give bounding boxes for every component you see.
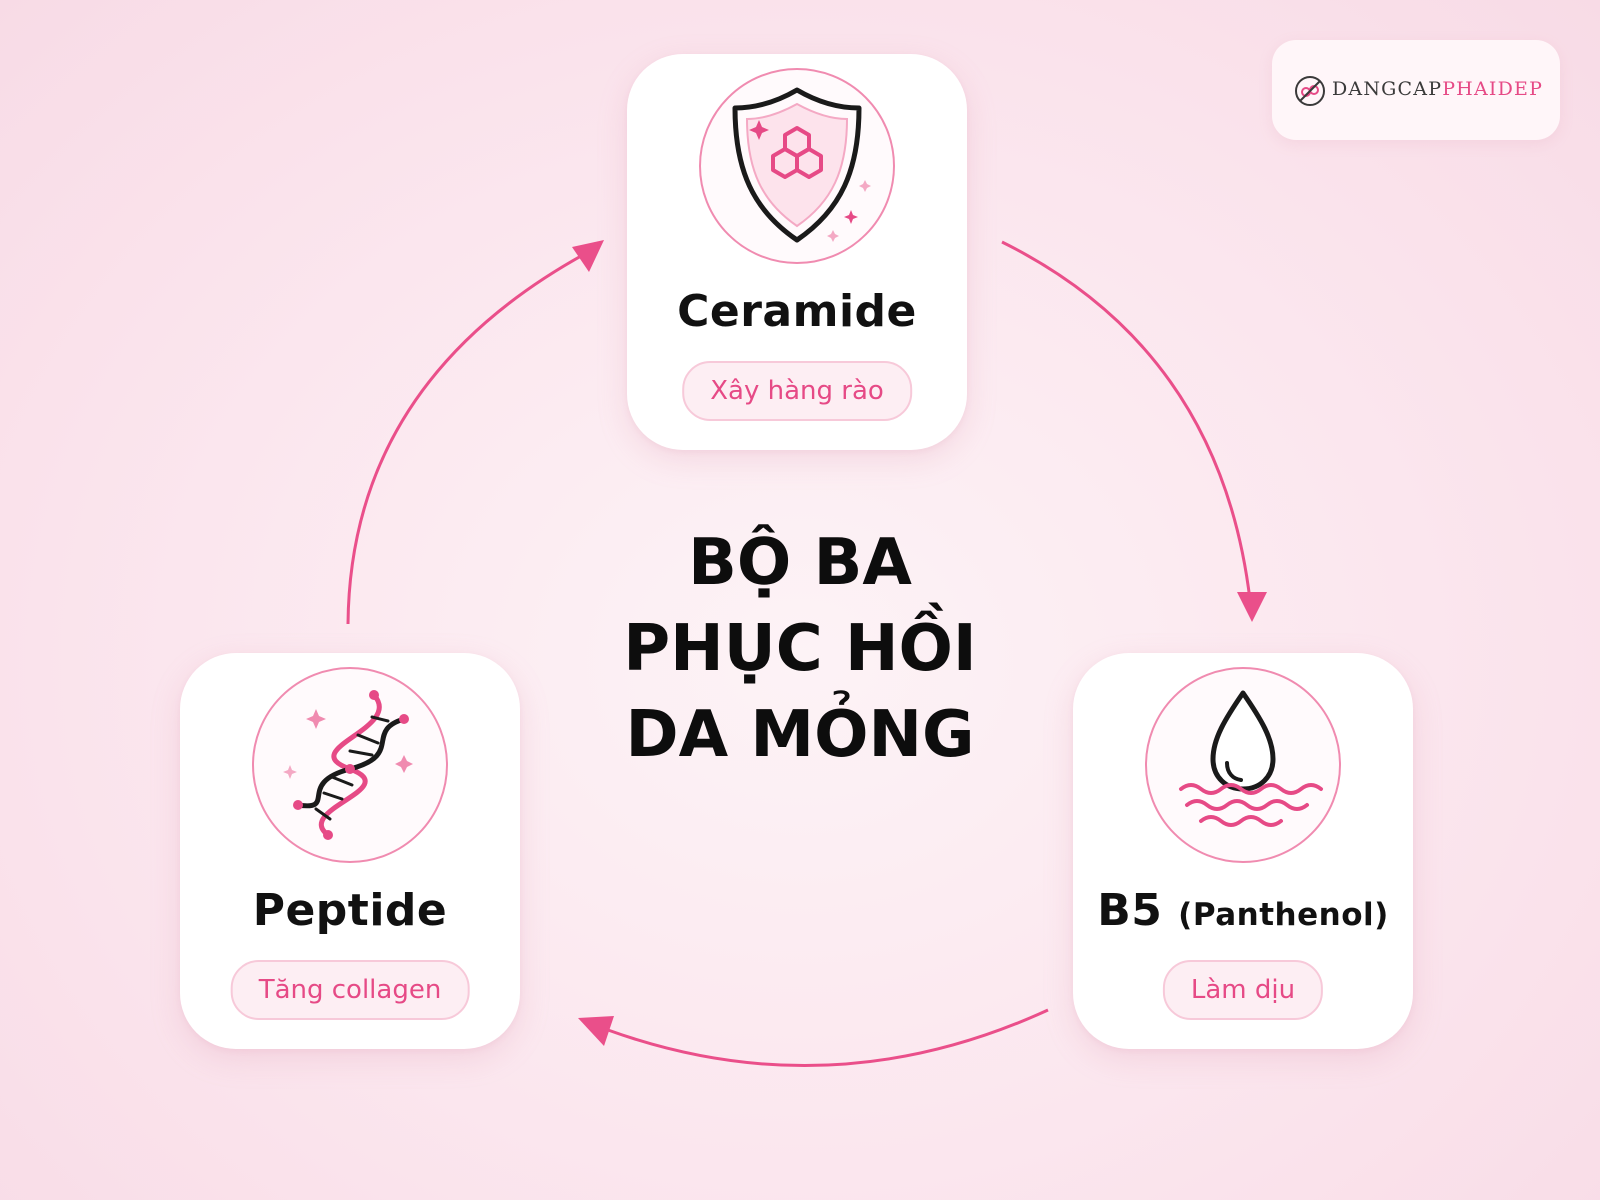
brand-logo: DANGCAPPHAIDEP <box>1272 40 1560 140</box>
shield-honeycomb-icon <box>732 87 871 243</box>
arrow-b5-to-peptide <box>607 1008 1049 1068</box>
b5-name-sub: (Panthenol) <box>1178 897 1389 933</box>
peptide-name: Peptide <box>252 885 448 936</box>
title-line-3: DA MỎNG <box>625 698 975 772</box>
b5-badge <box>1145 667 1341 863</box>
b5-benefit-pill: Làm dịu <box>1162 960 1324 1020</box>
ceramide-card: Ceramide Xây hàng rào <box>627 54 967 450</box>
ceramide-name: Ceramide <box>677 286 917 337</box>
title-line-2: PHỤC HỒI <box>623 612 977 686</box>
center-title: BỘ BA PHỤC HỒI DA MỎNG <box>560 520 1040 778</box>
b5-name-main: B5 <box>1097 885 1163 936</box>
b5-name: B5 (Panthenol) <box>1073 885 1413 936</box>
brand-name-part2: PHAIDEP <box>1442 78 1544 100</box>
title-line-1: BỘ BA <box>688 526 912 600</box>
arrow-ceramide-to-b5 <box>1001 240 1252 601</box>
ceramide-badge <box>699 68 895 264</box>
peptide-card: Peptide Tăng collagen <box>180 653 520 1049</box>
brand-name: DANGCAPPHAIDEP <box>1332 78 1543 100</box>
b5-card: B5 (Panthenol) Làm dịu <box>1073 653 1413 1049</box>
dna-helix-icon <box>283 690 413 840</box>
peptide-badge <box>252 667 448 863</box>
water-drop-icon <box>1179 690 1323 827</box>
ceramide-benefit-pill: Xây hàng rào <box>682 361 912 421</box>
peptide-benefit-pill: Tăng collagen <box>230 960 470 1020</box>
brand-name-part1: DANGCAP <box>1332 78 1443 100</box>
arrow-peptide-to-ceramide <box>346 248 593 625</box>
logo-mark-icon <box>1295 76 1325 106</box>
